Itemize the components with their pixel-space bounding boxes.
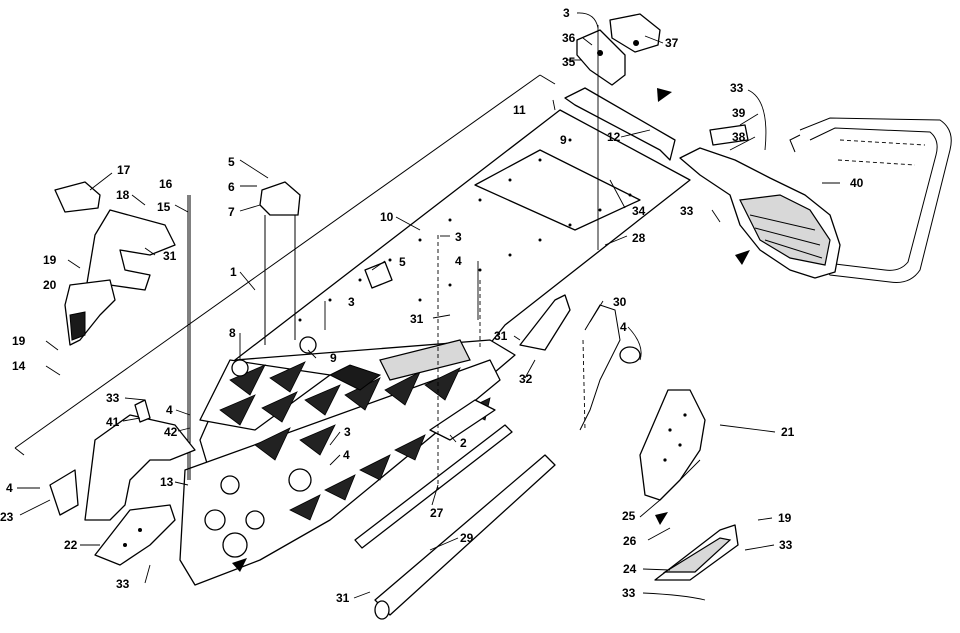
- cover-plate-5: [364, 261, 393, 289]
- callout-c3a: 3: [563, 6, 570, 20]
- callout-c14: 14: [12, 359, 26, 373]
- callout-c4c: 4: [166, 403, 173, 417]
- callout-c39: 39: [732, 106, 746, 120]
- callout-c21: 21: [781, 425, 795, 439]
- footrest-bracket-right: [519, 294, 571, 351]
- callout-c24: 24: [623, 562, 637, 576]
- callout-c3d: 3: [344, 425, 351, 439]
- callout-c17: 17: [117, 163, 131, 177]
- callout-c33c: 33: [106, 391, 120, 405]
- side-plate-24: [654, 524, 739, 581]
- callout-c11: 11: [513, 103, 526, 117]
- assembly-bracket-lines: [14, 74, 556, 456]
- callout-c20: 20: [43, 278, 57, 292]
- callout-c26: 26: [623, 534, 637, 548]
- callout-c36: 36: [562, 31, 576, 45]
- top-bracket-37: [609, 13, 661, 53]
- callout-c25: 25: [622, 509, 636, 523]
- rail-cutouts: [219, 361, 461, 461]
- callout-labels: 3 36 37 35 33 11 12 9 39 38 40 33 34 28 …: [0, 6, 864, 605]
- callout-c10: 10: [380, 210, 394, 224]
- callout-c23: 23: [0, 510, 14, 524]
- rear-rack-outline: [789, 117, 952, 283]
- side-plate-2: [429, 399, 496, 441]
- grommets: [231, 336, 317, 377]
- callout-c9b: 9: [330, 351, 337, 365]
- callout-c15: 15: [157, 200, 171, 214]
- callout-c4b: 4: [620, 320, 627, 334]
- side-plate-25: [639, 389, 706, 501]
- leader-lines: [17, 12, 840, 601]
- callout-c40: 40: [850, 176, 864, 190]
- callout-c12: 12: [607, 130, 621, 144]
- callout-c38: 38: [732, 130, 746, 144]
- callout-c31d: 31: [336, 591, 350, 605]
- callout-c33f: 33: [622, 586, 636, 600]
- callout-c31b: 31: [410, 312, 424, 326]
- callout-c32: 32: [519, 372, 533, 386]
- callout-c19a: 19: [43, 253, 57, 267]
- lower-plate-22: [94, 504, 176, 566]
- rivet-row: [298, 138, 632, 322]
- stud-bolts: [187, 195, 191, 480]
- callout-c18: 18: [116, 188, 130, 202]
- callout-c31c: 31: [494, 329, 508, 343]
- callout-c35: 35: [562, 55, 576, 69]
- callout-c1: 1: [230, 265, 237, 279]
- callout-c34: 34: [632, 204, 646, 218]
- callout-c28: 28: [632, 231, 646, 245]
- callout-c42: 42: [164, 425, 178, 439]
- slide-rail-27: [354, 424, 513, 549]
- mounting-tower: [259, 181, 301, 345]
- callout-c5a: 5: [228, 155, 235, 169]
- callout-c4a: 4: [455, 254, 462, 268]
- callout-c3b: 3: [455, 230, 462, 244]
- front-round-cutouts: [204, 468, 312, 558]
- callout-c2: 2: [460, 436, 467, 450]
- callout-c19b: 19: [12, 334, 26, 348]
- slide-rail-29: [374, 454, 556, 620]
- snow-flap: [679, 124, 841, 279]
- top-bracket-36: [576, 29, 626, 86]
- callout-c37: 37: [665, 36, 679, 50]
- callout-c33a: 33: [730, 81, 744, 95]
- callout-c16: 16: [159, 177, 173, 191]
- rear-cross-brace: [564, 87, 676, 161]
- direction-arrows: [232, 88, 750, 572]
- callout-c27: 27: [430, 506, 444, 520]
- tunnel-body: [179, 109, 691, 586]
- callout-c4e: 4: [6, 481, 13, 495]
- callout-c8: 8: [229, 326, 236, 340]
- callout-c6: 6: [228, 180, 235, 194]
- callout-c4d: 4: [343, 448, 350, 462]
- callout-c31a: 31: [163, 249, 177, 263]
- callout-c22: 22: [64, 538, 78, 552]
- callout-c41: 41: [106, 415, 120, 429]
- callout-c5b: 5: [399, 255, 406, 269]
- callout-c13: 13: [160, 475, 174, 489]
- callout-c33b: 33: [680, 204, 694, 218]
- front-bracket-assembly: [54, 181, 176, 346]
- callout-c29: 29: [460, 531, 474, 545]
- strap-30: [579, 304, 641, 431]
- callout-c9a: 9: [560, 133, 567, 147]
- callout-c33d: 33: [779, 538, 793, 552]
- callout-c33e: 33: [116, 577, 130, 591]
- footrest-bracket-left: [49, 399, 196, 521]
- callout-c19c: 19: [778, 511, 792, 525]
- callout-c7: 7: [228, 205, 235, 219]
- callout-c3c: 3: [348, 295, 355, 309]
- callout-c30: 30: [613, 295, 627, 309]
